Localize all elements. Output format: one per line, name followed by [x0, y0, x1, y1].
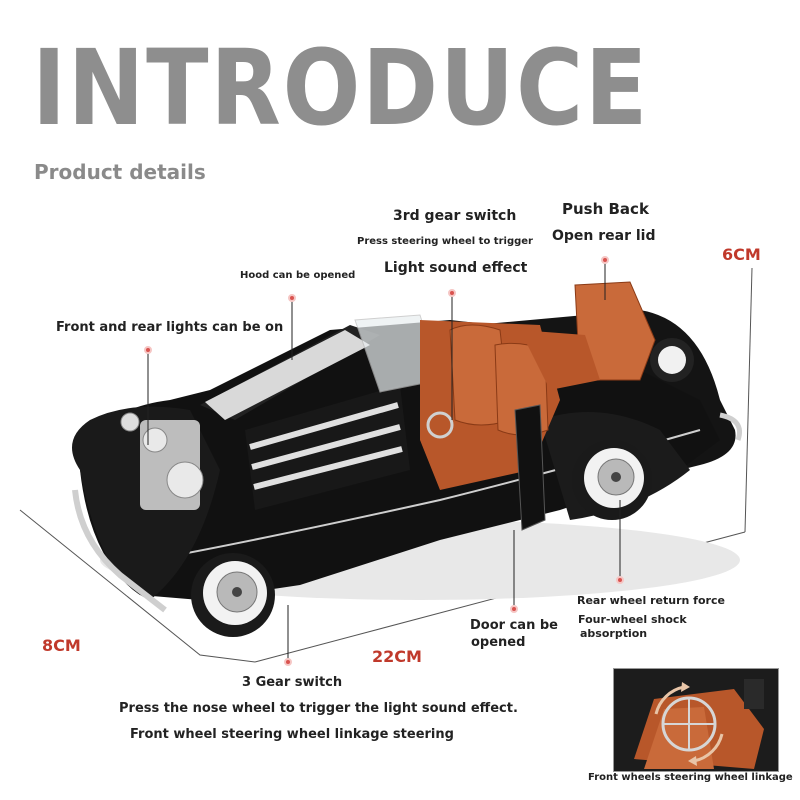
marker-rear-lid: [601, 256, 609, 264]
label-light-sound: Light sound effect: [384, 260, 528, 276]
dimension-height-label: 6CM: [722, 245, 761, 264]
dimension-line-width: [19, 509, 256, 663]
label-press-nose: Press the nose wheel to trigger the ligh…: [119, 701, 518, 716]
label-door-open-line1: Door can be: [470, 618, 558, 633]
car-model: [72, 281, 742, 637]
marker-hood: [288, 294, 296, 302]
open-door: [514, 404, 546, 531]
dimension-length-label: 22CM: [372, 647, 422, 666]
spare-tire-hub: [658, 346, 686, 374]
page-title: INTRODUCE: [32, 27, 650, 149]
dimension-width-label: 8CM: [42, 636, 81, 655]
marker-lights: [144, 346, 152, 354]
callout-markers: [144, 256, 624, 666]
marker-front-wheel: [284, 658, 292, 666]
marker-rear-wheel: [616, 576, 624, 584]
inset-steering-detail: [613, 668, 779, 772]
callout-leaders: [147, 262, 621, 660]
label-absorption: absorption: [580, 627, 648, 640]
marker-door: [510, 605, 518, 613]
rear-seat: [520, 330, 600, 390]
label-lights-on: Front and rear lights can be on: [56, 320, 284, 335]
label-open-rear-lid: Open rear lid: [552, 228, 656, 244]
headlight-small: [142, 427, 168, 453]
label-hood-open: Hood can be opened: [240, 270, 356, 281]
page-subtitle: Product details: [34, 160, 206, 184]
label-3-gear-switch: 3 Gear switch: [242, 675, 343, 690]
front-bumper: [72, 489, 167, 613]
label-press-steering: Press steering wheel to trigger: [357, 236, 533, 247]
steering-wheel: [426, 411, 454, 439]
grille-chrome-bars: [249, 402, 403, 490]
marker-light-sound: [448, 289, 456, 297]
dimension-line-height: [744, 267, 753, 533]
label-rear-wheel-return: Rear wheel return force: [577, 594, 725, 607]
label-door-open-line2: opened: [471, 635, 526, 650]
fender-light: [120, 412, 140, 432]
headlight: [166, 461, 204, 499]
label-front-steering: Front wheel steering wheel linkage steer…: [130, 727, 454, 742]
inset-illustration: [614, 669, 778, 771]
rear-wheel-hub: [611, 472, 621, 482]
label-push-back: Push Back: [562, 200, 649, 218]
inset-caption: Front wheels steering wheel linkage: [588, 772, 793, 783]
label-3rd-gear-switch: 3rd gear switch: [393, 208, 517, 224]
label-four-wheel-shock: Four-wheel shock: [578, 613, 687, 626]
rear-bumper: [719, 412, 742, 441]
front-wheel-hub: [232, 587, 242, 597]
hood-inner: [205, 330, 370, 420]
